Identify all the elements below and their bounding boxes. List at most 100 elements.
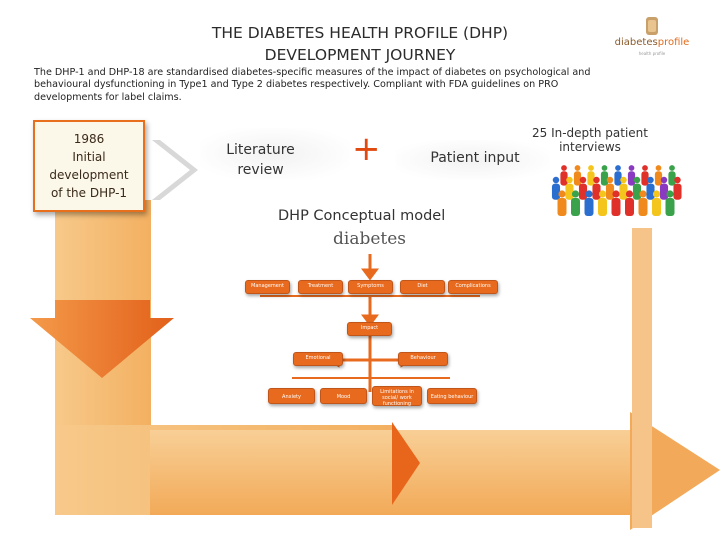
milestone-1986-box: 1986 Initial development of the DHP-1 bbox=[33, 120, 145, 212]
person-body bbox=[614, 171, 622, 186]
person-body bbox=[578, 183, 588, 200]
person-head bbox=[655, 165, 662, 171]
person-body bbox=[641, 171, 649, 186]
person-head bbox=[574, 165, 581, 171]
person-head bbox=[598, 190, 607, 198]
person-body bbox=[598, 198, 607, 216]
model-box-complications: Complications bbox=[448, 280, 498, 294]
model-box-emotional: Emotional bbox=[293, 352, 343, 366]
person-body bbox=[573, 171, 582, 186]
person-head bbox=[628, 165, 635, 171]
person-body bbox=[584, 198, 594, 216]
person-body bbox=[668, 171, 676, 186]
person-body bbox=[560, 171, 568, 186]
literature-line-1: Literature bbox=[226, 142, 295, 158]
person-head bbox=[612, 190, 620, 198]
patient-input-label: Patient input bbox=[430, 150, 520, 166]
literature-review-label: Literature review bbox=[218, 140, 303, 180]
person-head bbox=[639, 190, 647, 198]
person-head bbox=[647, 176, 654, 184]
dhp-logo: diabetesprofile health profile bbox=[612, 15, 692, 65]
person-head bbox=[571, 190, 580, 198]
title-line-2: DEVELOPMENT JOURNEY bbox=[264, 46, 456, 64]
chevron-right-icon bbox=[152, 140, 198, 200]
person-body bbox=[592, 183, 601, 200]
logo-text-b: profile bbox=[657, 37, 690, 48]
person-body bbox=[673, 183, 682, 200]
logo-text-a: diabetes bbox=[614, 37, 658, 48]
people-crowd-icon bbox=[551, 165, 682, 216]
model-box-impact: Impact bbox=[347, 322, 392, 336]
person-head bbox=[652, 190, 661, 198]
interviews-label: 25 In-depth patient interviews bbox=[530, 126, 650, 154]
person-head bbox=[601, 165, 608, 171]
literature-review-backdrop bbox=[200, 128, 350, 180]
literature-line-2: review bbox=[237, 162, 284, 178]
milestone-line-3: development bbox=[49, 168, 129, 182]
person-body bbox=[625, 198, 634, 216]
person-head bbox=[620, 176, 627, 184]
interviews-line-2: interviews bbox=[559, 140, 621, 154]
model-box-behaviour: Behaviour bbox=[398, 352, 448, 366]
milestone-line-2: Initial bbox=[72, 150, 106, 164]
conceptual-model-heading: DHP Conceptual model bbox=[278, 208, 446, 224]
person-body bbox=[587, 171, 595, 186]
person-body bbox=[632, 183, 642, 200]
person-head bbox=[633, 176, 641, 184]
person-head bbox=[552, 176, 560, 184]
model-root-label: diabetes bbox=[333, 229, 407, 249]
person-head bbox=[666, 190, 674, 198]
right-arrow-head bbox=[630, 412, 720, 530]
person-head bbox=[674, 176, 681, 184]
title-line-1: THE DIABETES HEALTH PROFILE (DHP) bbox=[211, 24, 509, 42]
plus-sign: + bbox=[352, 129, 381, 169]
model-box-diet: Diet bbox=[400, 280, 445, 294]
person-body bbox=[652, 198, 661, 216]
person-head bbox=[579, 176, 587, 184]
model-box-mood: Mood bbox=[320, 388, 367, 404]
person-head bbox=[642, 165, 648, 171]
person-body bbox=[665, 198, 675, 216]
description-text: The DHP-1 and DHP-18 are standardised di… bbox=[34, 67, 591, 103]
model-box-symptoms: Symptoms bbox=[348, 280, 393, 294]
model-box-limitations: Limitations in social/ work functioning bbox=[372, 386, 422, 407]
person-body bbox=[646, 183, 655, 200]
person-head bbox=[558, 190, 566, 198]
patient-input-backdrop bbox=[395, 140, 550, 180]
person-head bbox=[585, 190, 593, 198]
model-box-anxiety: Anxiety bbox=[268, 388, 315, 404]
person-head bbox=[566, 176, 573, 184]
person-body bbox=[600, 171, 609, 186]
milestone-line-4: of the DHP-1 bbox=[50, 186, 128, 200]
person-head bbox=[588, 165, 594, 171]
person-body bbox=[659, 183, 669, 200]
person-body bbox=[565, 183, 574, 200]
person-body bbox=[571, 198, 580, 216]
person-body bbox=[611, 198, 621, 216]
person-body bbox=[638, 198, 648, 216]
model-box-treatment: Treatment bbox=[298, 280, 343, 294]
interviews-line-1: 25 In-depth patient bbox=[531, 126, 648, 140]
down-arrow-icon bbox=[30, 300, 174, 378]
conceptual-model-diagram: Management Treatment Symptoms Diet Compl… bbox=[240, 252, 500, 412]
band-arrow-icon bbox=[392, 422, 420, 505]
model-box-eating-behaviour: Eating behaviour bbox=[427, 388, 477, 404]
logo-graphic bbox=[646, 17, 658, 35]
person-head bbox=[625, 190, 634, 198]
person-body bbox=[605, 183, 615, 200]
person-body bbox=[619, 183, 628, 200]
person-head bbox=[606, 176, 614, 184]
logo-tagline: health profile bbox=[638, 51, 666, 56]
page-title: THE DIABETES HEALTH PROFILE (DHP) DEVELO… bbox=[150, 22, 570, 66]
person-head bbox=[593, 176, 600, 184]
milestone-year: 1986 bbox=[73, 132, 105, 146]
person-head bbox=[561, 165, 567, 171]
person-body bbox=[654, 171, 663, 186]
person-body bbox=[627, 171, 636, 186]
person-head bbox=[669, 165, 675, 171]
person-head bbox=[660, 176, 668, 184]
person-body bbox=[551, 183, 561, 200]
person-body bbox=[557, 198, 567, 216]
model-box-management: Management bbox=[245, 280, 290, 294]
